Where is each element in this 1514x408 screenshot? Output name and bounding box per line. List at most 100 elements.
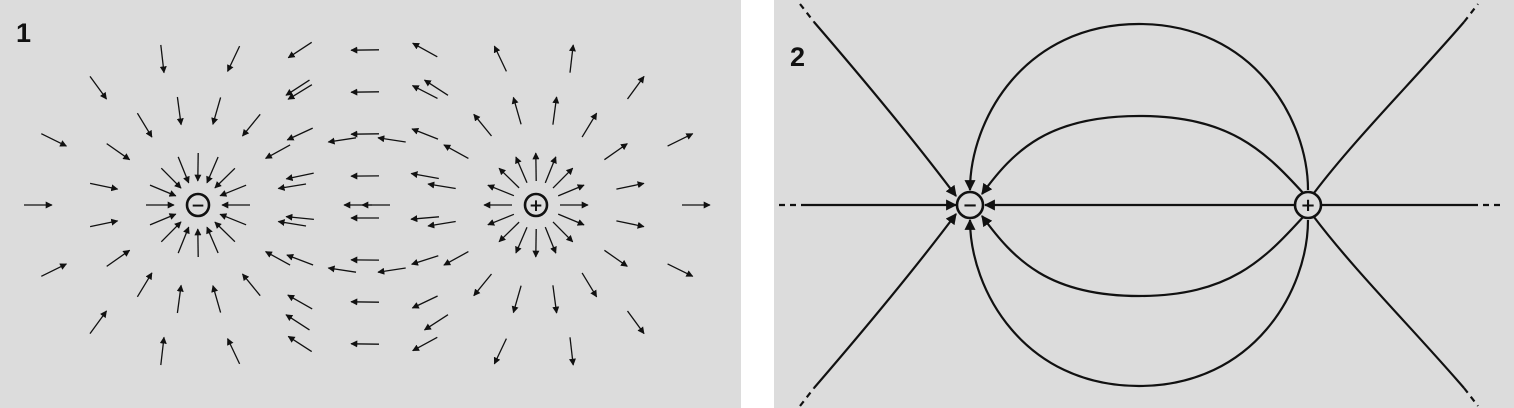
- field-arrow: [287, 41, 313, 59]
- negative-charge-circle: [185, 192, 211, 218]
- field-line-continuations: [779, 3, 1502, 407]
- field-line-top-left: [813, 21, 957, 197]
- field-arrow: [136, 272, 153, 298]
- field-line-upper-inner: [981, 114, 1305, 195]
- field-arrow: [552, 96, 560, 125]
- field-arrow: [411, 127, 439, 140]
- field-arrow: [411, 255, 439, 266]
- field-arrow: [604, 249, 628, 267]
- field-arrow: [277, 183, 307, 191]
- field-arrow: [515, 226, 528, 254]
- field-arrow: [515, 156, 528, 184]
- field-arrow: [626, 75, 645, 100]
- field-arrow: [411, 85, 438, 99]
- field-arrow: [286, 253, 314, 266]
- field-arrow: [443, 251, 469, 266]
- field-arrow: [667, 263, 694, 277]
- panel-field-lines: − + 2: [774, 0, 1514, 408]
- field-arrow: [327, 137, 357, 145]
- positive-charge: +: [523, 192, 549, 218]
- field-arrow: [443, 144, 469, 159]
- field-arrow: [569, 44, 576, 73]
- field-arrow: [487, 213, 515, 226]
- field-arrow: [287, 335, 313, 353]
- field-arrow: [544, 156, 557, 184]
- field-arrow: [327, 265, 357, 273]
- field-arrow: [423, 79, 449, 96]
- field-arrow: [626, 310, 645, 335]
- field-arrow: [149, 184, 177, 197]
- field-arrow: [89, 218, 119, 228]
- field-arrow: [286, 127, 313, 141]
- dash-bottom-left: [799, 387, 815, 407]
- field-lines-group: [803, 21, 1472, 389]
- field-arrow: [604, 143, 628, 161]
- field-arrow: [89, 310, 108, 334]
- field-arrow: [287, 294, 313, 310]
- field-arrow: [159, 44, 167, 74]
- field-line-lower-inner: [981, 215, 1305, 298]
- field-arrow: [241, 113, 261, 137]
- field-arrow: [616, 181, 645, 190]
- field-arrow: [176, 284, 184, 314]
- field-arrow: [227, 337, 241, 365]
- field-arrow: [227, 45, 241, 73]
- field-arrow: [214, 167, 236, 189]
- field-arrow: [211, 97, 222, 125]
- field-arrow: [264, 144, 291, 159]
- field-arrow: [493, 338, 507, 365]
- negative-charge: −: [955, 190, 985, 220]
- field-arrow: [511, 96, 522, 125]
- field-arrow: [493, 45, 507, 72]
- dash-top-right: [1463, 3, 1479, 23]
- field-arrow: [285, 213, 314, 221]
- field-arrow: [106, 143, 131, 161]
- field-arrow: [264, 251, 291, 266]
- field-arrow: [41, 263, 68, 277]
- field-arrow: [206, 226, 219, 254]
- negative-charge-sign: −: [962, 195, 977, 216]
- field-arrow: [511, 285, 522, 314]
- field-line-lower-outer: [964, 218, 1310, 388]
- field-arrow: [89, 182, 119, 192]
- field-arrow: [211, 285, 222, 313]
- field-arrows-group: [24, 41, 711, 366]
- field-arrow: [106, 249, 131, 267]
- field-arrow: [176, 96, 184, 126]
- positive-charge-sign: +: [1300, 195, 1315, 216]
- field-arrow: [569, 337, 576, 366]
- positive-charge-circle: [1293, 190, 1323, 220]
- field-arrow: [287, 84, 313, 100]
- vector-field-diagram: − +: [24, 41, 711, 366]
- field-arrow: [277, 219, 307, 227]
- field-arrow: [410, 171, 439, 180]
- field-arrow: [552, 285, 560, 314]
- field-arrow: [487, 184, 515, 197]
- field-line-upper-outer: [964, 22, 1310, 192]
- negative-charge-circle: [955, 190, 985, 220]
- field-line-bottom-right: [1313, 216, 1465, 389]
- panel-label-1: 1: [16, 18, 32, 48]
- panel-vector-field: − + 1: [0, 0, 741, 408]
- field-arrow: [219, 184, 247, 197]
- field-arrow: [616, 220, 645, 229]
- field-arrow: [473, 113, 493, 137]
- field-lines-diagram: − +: [779, 3, 1502, 407]
- field-arrow: [241, 273, 261, 297]
- dash-bottom-right: [1463, 387, 1479, 407]
- panel-label-2: 2: [790, 42, 806, 72]
- field-line-top-right: [1313, 21, 1465, 194]
- field-arrow: [149, 213, 177, 226]
- field-arrow: [423, 314, 449, 331]
- field-arrow: [412, 42, 438, 58]
- field-arrow: [160, 167, 182, 189]
- field-arrow: [160, 221, 182, 243]
- field-arrow: [552, 167, 574, 189]
- field-arrow: [214, 221, 236, 243]
- field-arrow: [177, 226, 190, 254]
- field-arrow: [557, 184, 585, 197]
- field-arrow: [285, 79, 310, 96]
- field-arrow: [136, 112, 153, 138]
- field-arrow: [89, 76, 108, 100]
- field-arrow: [285, 314, 310, 331]
